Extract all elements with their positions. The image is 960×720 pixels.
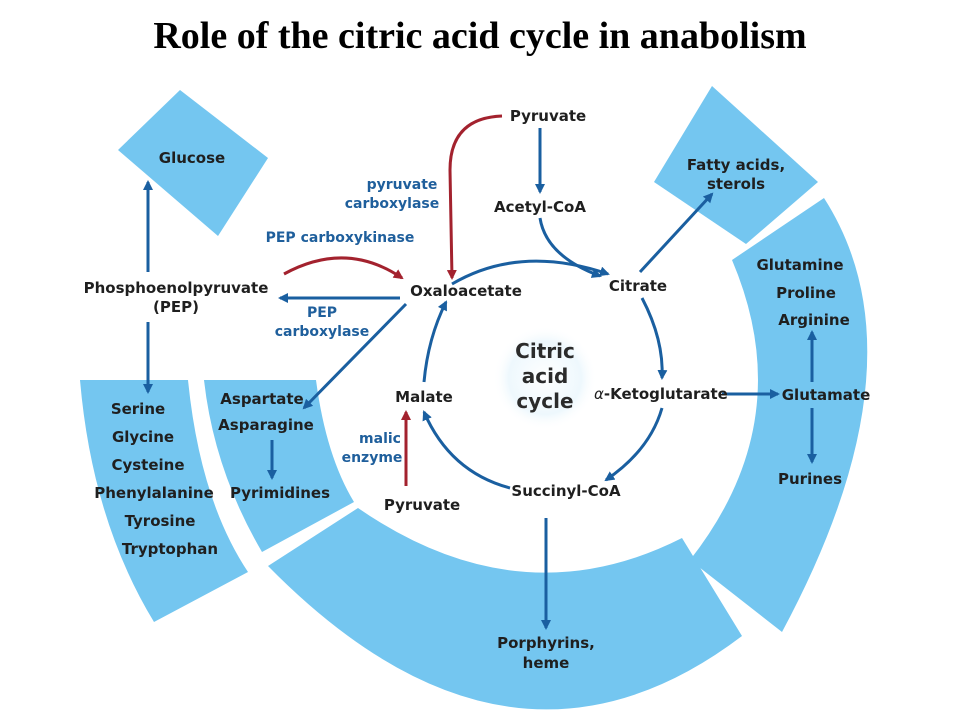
page-title: Role of the citric acid cycle in anaboli…: [153, 15, 807, 57]
label-glutamate: Glutamate: [782, 386, 871, 404]
label-malate: Malate: [395, 388, 453, 406]
center-label-3: cycle: [516, 389, 573, 413]
center-glow: [493, 326, 597, 430]
segment-porphyrins: [268, 508, 742, 710]
label-glycine: Glycine: [112, 428, 174, 446]
label-porphyrins-2: heme: [523, 654, 570, 672]
label-glutamine: Glutamine: [756, 256, 843, 274]
segment-fatty-acids: [654, 86, 818, 244]
label-ketoglutarate: α-Ketoglutarate: [594, 385, 728, 403]
label-asparagine: Asparagine: [218, 416, 314, 434]
arrow-acetyl-citrate: [538, 217, 602, 278]
label-citrate: Citrate: [609, 277, 667, 295]
label-pep-2: (PEP): [153, 298, 199, 316]
enzyme-pep-carboxylase-2: carboxylase: [275, 324, 370, 340]
label-cysteine: Cysteine: [111, 456, 184, 474]
label-fatty-acids-2: sterols: [707, 175, 765, 193]
label-oxaloacetate: Oxaloacetate: [410, 282, 522, 300]
enzyme-malic-1: malic: [359, 431, 401, 447]
enzyme-pep-carboxylase-1: PEP: [307, 305, 337, 321]
enzyme-pyruvate-carboxylase-2: carboxylase: [345, 196, 440, 212]
label-phenylalanine: Phenylalanine: [94, 484, 214, 502]
label-serine: Serine: [111, 400, 165, 418]
label-succinyl-coa: Succinyl-CoA: [511, 482, 621, 500]
label-tyrosine: Tyrosine: [125, 512, 196, 530]
arrow-oxaloacetate-aspartate: [302, 302, 408, 410]
segment-glucose: [118, 90, 268, 236]
label-glucose: Glucose: [159, 149, 225, 167]
arrow-malate-oxaloacetate: [422, 300, 448, 383]
label-porphyrins-1: Porphyrins,: [497, 634, 595, 652]
arrow-oxaloacetate-citrate: [451, 259, 610, 286]
arrow-citrate-fatty-acids: [638, 192, 714, 274]
arrow-succinyl-malate: [422, 410, 511, 490]
label-acetyl-coa: Acetyl-CoA: [494, 198, 586, 216]
label-purines: Purines: [778, 470, 842, 488]
enzyme-malic-2: enzyme: [342, 450, 403, 466]
label-fatty-acids-1: Fatty acids,: [687, 156, 785, 174]
enzyme-pyruvate-carboxylase-1: pyruvate: [367, 177, 438, 193]
segment-glutamate-family: [690, 198, 868, 632]
center-label-2: acid: [522, 364, 569, 388]
segment-amino-left: [80, 380, 248, 622]
label-pyrimidines: Pyrimidines: [230, 484, 330, 502]
label-tryptophan: Tryptophan: [122, 540, 218, 558]
segment-aspartate: [204, 380, 354, 552]
arrow-pyruvate-oxaloacetate: [446, 114, 503, 280]
label-proline: Proline: [776, 284, 836, 302]
label-arginine: Arginine: [778, 311, 850, 329]
center-label-1: Citric: [515, 339, 575, 363]
label-pyruvate-bottom: Pyruvate: [384, 496, 460, 514]
arrow-ketoglutarate-succinyl: [604, 407, 664, 482]
arrow-citrate-ketoglutarate: [640, 297, 668, 380]
label-pyruvate-top: Pyruvate: [510, 107, 586, 125]
enzyme-pep-carboxykinase: PEP carboxykinase: [266, 230, 415, 246]
label-pep-1: Phosphoenolpyruvate: [84, 279, 269, 297]
arrow-pep-oxaloacetate: [283, 256, 404, 280]
label-aspartate: Aspartate: [220, 390, 303, 408]
